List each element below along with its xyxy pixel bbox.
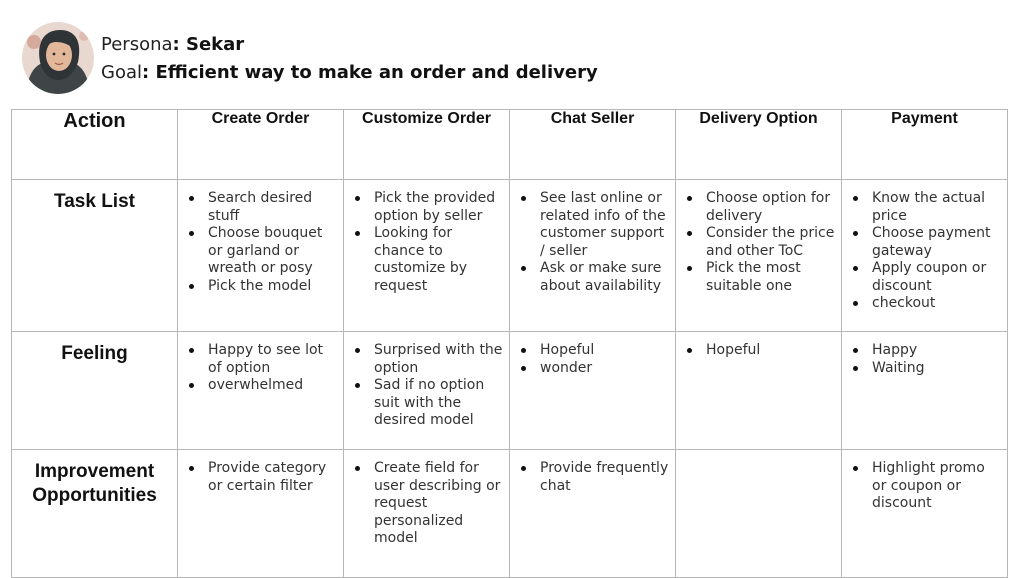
list-item: Sad if no option suit with the desired m… — [352, 377, 503, 430]
table-cell: Create field for user describing or requ… — [343, 449, 510, 578]
goal-prefix: Goal — [101, 62, 142, 83]
list-item: Happy to see lot of option — [186, 342, 337, 377]
journey-map-table: Action Create Order Customize Order Chat… — [11, 109, 1008, 578]
goal-line: Goal: Efficient way to make an order and… — [101, 62, 598, 84]
row-label: Improvement Opportunities — [11, 449, 178, 578]
list-item: Provide category or certain filter — [186, 460, 337, 495]
list-item: Search desired stuff — [186, 190, 337, 225]
list-item: Looking for chance to customize by reque… — [352, 225, 503, 295]
row-label: Feeling — [11, 331, 178, 450]
action-header: Action — [11, 109, 178, 180]
bullet-list: Provide category or certain filter — [179, 451, 343, 496]
list-item: Apply coupon or discount — [850, 260, 1001, 295]
persona-line: Persona: Sekar — [101, 34, 244, 56]
bullet-list: See last online or related info of the c… — [511, 181, 675, 296]
list-item: overwhelmed — [186, 377, 337, 395]
list-item: Waiting — [850, 360, 1001, 378]
list-item: Hopeful — [684, 342, 835, 360]
list-item: Ask or make sure about availability — [518, 260, 669, 295]
table-cell: Provide frequently chat — [509, 449, 676, 578]
column-header: Customize Order — [343, 109, 510, 180]
row-label: Task List — [11, 179, 178, 332]
table-cell: See last online or related info of the c… — [509, 179, 676, 332]
list-item: Choose option for delivery — [684, 190, 835, 225]
table-cell: Hopeful — [675, 331, 842, 450]
header-row: Action Create Order Customize Order Chat… — [11, 109, 1008, 180]
list-item: Pick the most suitable one — [684, 260, 835, 295]
list-item: Hopeful — [518, 342, 669, 360]
column-header: Create Order — [177, 109, 344, 180]
persona-name: : Sekar — [172, 34, 245, 55]
goal-text: : Efficient way to make an order and del… — [142, 62, 598, 83]
column-header: Chat Seller — [509, 109, 676, 180]
list-item: Choose payment gateway — [850, 225, 1001, 260]
list-item: Choose bouquet or garland or wreath or p… — [186, 225, 337, 278]
list-item: Provide frequently chat — [518, 460, 669, 495]
persona-header: Persona: Sekar Goal: Efficient way to ma… — [22, 22, 722, 98]
bullet-list: Create field for user describing or requ… — [345, 451, 509, 548]
bullet-list: Hopeful — [677, 333, 841, 360]
bullet-list: Highlight promo or coupon or discount — [843, 451, 1007, 513]
list-item: checkout — [850, 295, 1001, 313]
list-item: wonder — [518, 360, 669, 378]
list-item: Pick the model — [186, 278, 337, 296]
persona-avatar — [22, 22, 94, 94]
table-cell — [675, 449, 842, 578]
list-item: Pick the provided option by seller — [352, 190, 503, 225]
list-item: Consider the price and other ToC — [684, 225, 835, 260]
bullet-list: Provide frequently chat — [511, 451, 675, 496]
table-cell: Highlight promo or coupon or discount — [841, 449, 1008, 578]
list-item: See last online or related info of the c… — [518, 190, 669, 260]
list-item: Surprised with the option — [352, 342, 503, 377]
column-header: Delivery Option — [675, 109, 842, 180]
bullet-list — [677, 451, 841, 461]
list-item: Happy — [850, 342, 1001, 360]
list-item: Highlight promo or coupon or discount — [850, 460, 1001, 513]
list-item: Know the actual price — [850, 190, 1001, 225]
persona-prefix: Persona — [101, 34, 173, 55]
table-row: Improvement Opportunities Provide catego… — [11, 449, 1008, 578]
table-cell: Provide category or certain filter — [177, 449, 344, 578]
column-header: Payment — [841, 109, 1008, 180]
list-item: Create field for user describing or requ… — [352, 460, 503, 548]
